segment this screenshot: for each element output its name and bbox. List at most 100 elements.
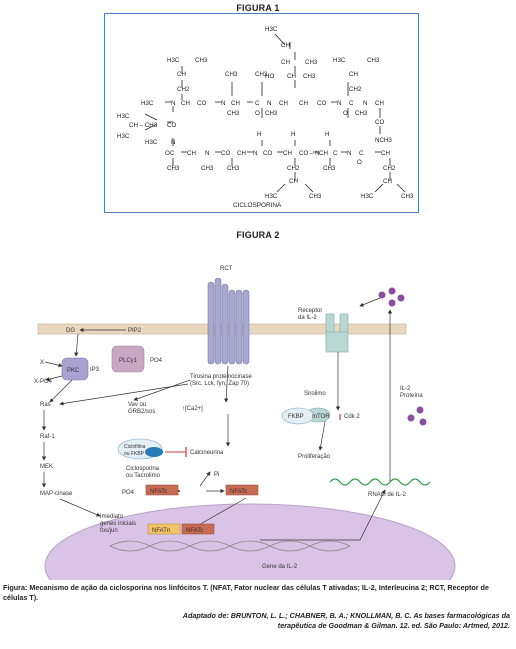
- atom-label: CH3: [195, 57, 208, 64]
- atom-label: H3C: [265, 26, 278, 33]
- plc-po4: PO4: [150, 358, 163, 364]
- atom-label: H3C: [265, 193, 278, 200]
- atom-label: H3C: [117, 133, 130, 140]
- nfatc-label-1: NFATc: [150, 489, 167, 495]
- atom-label: CH3: [305, 59, 318, 66]
- figure-caption: Figura: Mecanismo de ação da ciclosporin…: [3, 583, 489, 602]
- atom-label: CO – N: [299, 150, 320, 157]
- atom-label: CH3: [255, 71, 268, 78]
- atom-label: H: [257, 131, 261, 138]
- il2-mrna: [329, 478, 431, 486]
- atom-label: N: [171, 139, 175, 146]
- atom-label: HO: [265, 73, 274, 80]
- atom-label: N: [363, 100, 367, 107]
- atom-label: N: [267, 100, 271, 107]
- atom-label: CH: [381, 150, 390, 157]
- rct-receptor: [207, 277, 250, 365]
- atom-label: CH: [375, 100, 384, 107]
- nfatc-label-3: NFATc: [186, 528, 203, 534]
- atom-label: CH3: [227, 165, 240, 172]
- atom-label: N: [205, 150, 209, 157]
- atom-label: CH3: [355, 110, 368, 117]
- atom-label: CH3: [323, 165, 336, 172]
- atom-label: CO: [375, 119, 384, 126]
- atom-label: CH: [279, 100, 288, 107]
- atom-label: CH2: [287, 165, 300, 172]
- atom-label: CH: [283, 150, 292, 157]
- atom-label: CH2: [177, 86, 190, 93]
- atom-label: CH: [281, 42, 290, 49]
- atom-label: H: [291, 131, 295, 138]
- plc-label: PLCγ1: [119, 358, 138, 364]
- atom-label: CH3: [265, 110, 278, 117]
- figure-1-title: FIGURA 1: [236, 3, 280, 13]
- atom-label: O: [255, 110, 260, 117]
- atom-label: CO: [167, 122, 176, 129]
- atom-label: O: [357, 159, 362, 166]
- map-kinase-label: MAP-cinase: [40, 491, 73, 497]
- atom-label: H3C: [141, 100, 154, 107]
- atom-label: OC: [165, 150, 175, 157]
- atom-label: H3C: [333, 57, 346, 64]
- calcium-label: ↑[Ca2+]: [182, 406, 203, 412]
- il2-gene-label: Gene da IL-2: [262, 564, 298, 570]
- atom-label: CH3: [227, 110, 240, 117]
- nfatc-box-2: [225, 484, 259, 496]
- atom-label: CH: [349, 71, 358, 78]
- atom-label: C: [255, 100, 260, 107]
- figure-1-frame: H3C CH CH CH3 CH HO CH3 H3C CH3 CH CH2 C…: [104, 13, 419, 213]
- fkbp-top-label: FKBP: [288, 414, 304, 420]
- atom-label: N: [253, 150, 257, 157]
- drug-blob: [145, 447, 163, 457]
- raf-label: Raf-1: [40, 434, 55, 440]
- atom-label: H3C: [361, 193, 374, 200]
- nfatc-box-3: [181, 523, 215, 535]
- atom-label: N: [221, 100, 225, 107]
- rct-label: RCT: [220, 266, 233, 272]
- atom-label: H: [325, 131, 329, 138]
- atom-label: H3C: [167, 57, 180, 64]
- figure-source: Adaptado de: BRUNTON, L. L.; CHABNER, B.…: [182, 611, 510, 630]
- atom-label: CH3: [303, 73, 316, 80]
- atom-label: CH2: [349, 86, 362, 93]
- atom-label: C: [359, 150, 364, 157]
- dna-helix: [109, 540, 351, 552]
- atom-label: CH2: [383, 165, 396, 172]
- atom-label: CO: [263, 150, 272, 157]
- atom-label: CH: [231, 100, 240, 107]
- atom-label: H3C: [145, 139, 158, 146]
- po4-label: PO4: [122, 490, 135, 496]
- atom-label: C: [349, 100, 354, 107]
- mtor-label: mTOR: [312, 414, 330, 420]
- pkc-box: [61, 357, 89, 381]
- mek-label: MEK: [40, 464, 53, 470]
- atom-label: CH3: [225, 71, 238, 78]
- atom-label: C: [333, 150, 338, 157]
- atom-label: CO: [221, 150, 230, 157]
- figure-2-title: FIGURA 2: [236, 230, 280, 240]
- atom-label: CH: [187, 150, 196, 157]
- atom-label: CH3: [401, 193, 414, 200]
- fkbp-top-shape: [281, 407, 315, 425]
- ras-label: Ras: [40, 402, 51, 408]
- atom-label: CH: [281, 59, 290, 66]
- plc-box: [111, 345, 145, 373]
- nfatc-label-2: NFATc: [230, 489, 247, 495]
- atom-label: CH: [289, 178, 298, 185]
- il2-receptor: [325, 313, 349, 353]
- cyclosporine-structure: H3C CH CH CH3 CH HO CH3 H3C CH3 CH CH2 C…: [117, 26, 414, 209]
- cdk2-label: Cdk 2: [344, 414, 360, 420]
- atom-label: CH – CH3: [129, 122, 158, 129]
- pkc-label: PKC: [67, 368, 80, 374]
- atom-label: CH3: [167, 165, 180, 172]
- nucleus: [44, 503, 456, 580]
- atom-label: CH: [319, 150, 328, 157]
- atom-label: N: [347, 150, 351, 157]
- nfatn-label: NFATn: [152, 528, 170, 534]
